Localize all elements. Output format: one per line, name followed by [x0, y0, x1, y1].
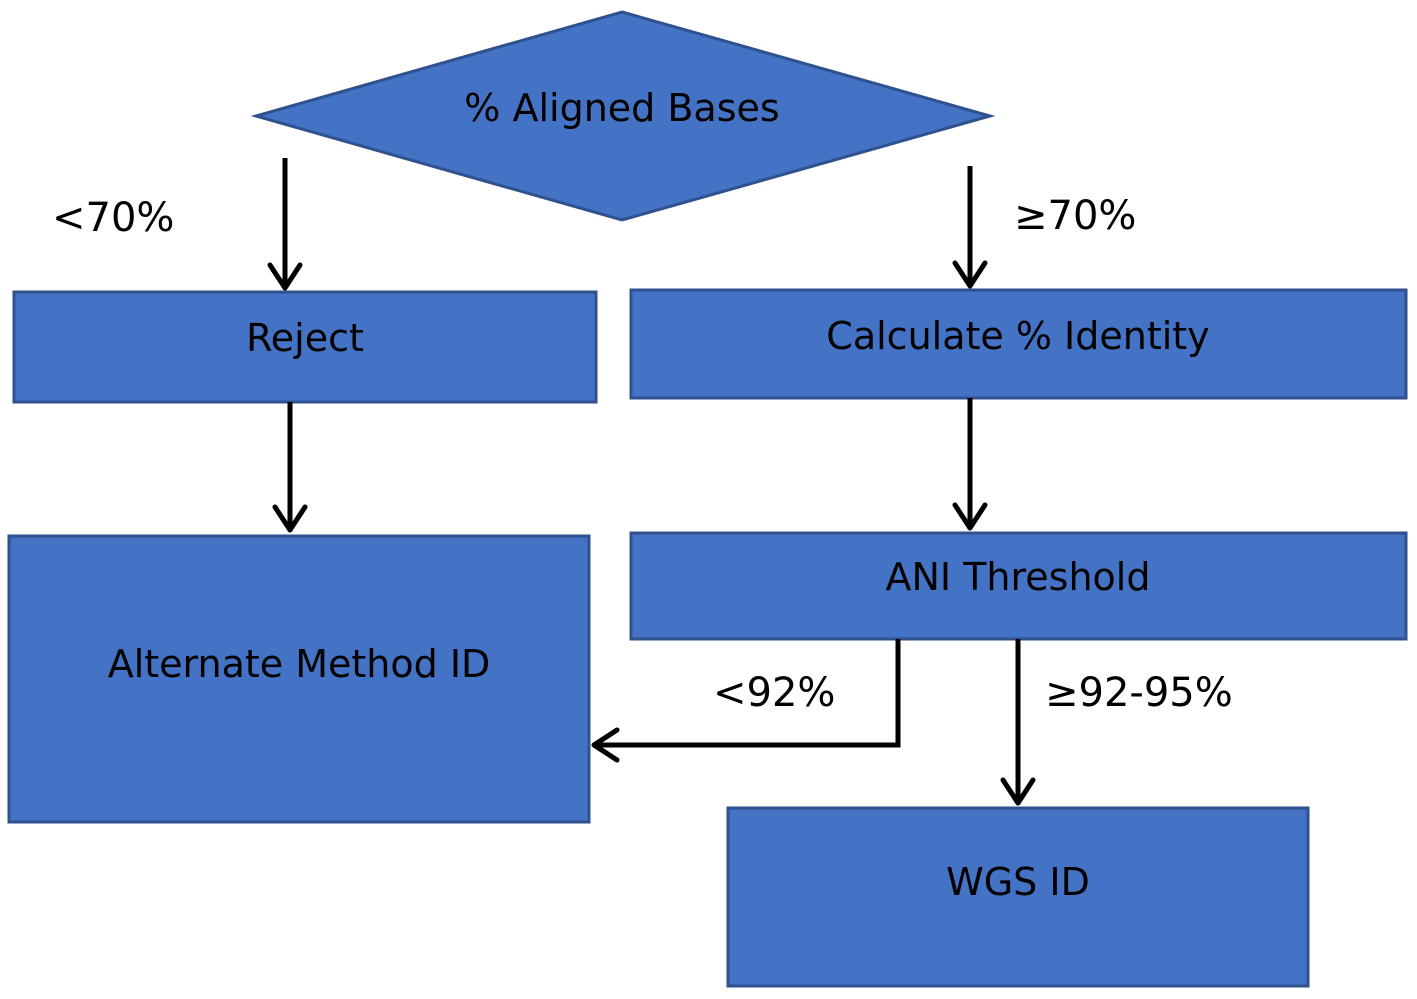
reject-box	[12, 290, 598, 404]
wgs-id-box	[726, 806, 1310, 988]
arrow-head	[1000, 777, 1036, 806]
edge-label-below-92: <92%	[713, 670, 835, 716]
decision-aligned-bases: % Aligned Bases	[250, 10, 996, 222]
arrow-reject-to-alternate	[272, 402, 308, 533]
reject-label: Reject	[246, 316, 364, 360]
arrow-identity-to-ani	[952, 398, 988, 531]
arrow-ani-to-wgs	[1000, 639, 1036, 806]
arrow-shaft	[594, 639, 901, 748]
edge-label-at-least-70: ≥70%	[1014, 193, 1136, 239]
decision-diamond	[250, 10, 996, 222]
edge-label-below-70: <70%	[52, 195, 174, 241]
calculate-identity-box	[629, 288, 1408, 400]
arrow-head	[267, 262, 303, 291]
arrow-head	[952, 260, 988, 289]
arrow-ani-to-alternate	[591, 639, 901, 763]
arrow-to-calculate-identity	[952, 166, 988, 289]
ani-threshold-box	[629, 531, 1408, 641]
node-alternate-method: Alternate Method ID	[7, 534, 591, 824]
arrow-head	[272, 504, 308, 533]
arrow-to-reject	[267, 158, 303, 291]
edge-label-92-95: ≥92-95%	[1045, 670, 1233, 716]
alternate-method-box	[7, 534, 591, 824]
node-wgs-id: WGS ID	[726, 806, 1310, 988]
node-reject: Reject	[12, 290, 598, 404]
calculate-identity-label: Calculate % Identity	[826, 314, 1209, 358]
arrow-head	[952, 502, 988, 531]
node-ani-threshold: ANI Threshold	[629, 531, 1408, 641]
decision-label: % Aligned Bases	[464, 86, 779, 130]
arrow-head	[591, 727, 620, 763]
wgs-id-label: WGS ID	[946, 860, 1090, 904]
ani-threshold-label: ANI Threshold	[886, 555, 1151, 599]
alternate-method-label: Alternate Method ID	[108, 642, 491, 686]
node-calculate-identity: Calculate % Identity	[629, 288, 1408, 400]
